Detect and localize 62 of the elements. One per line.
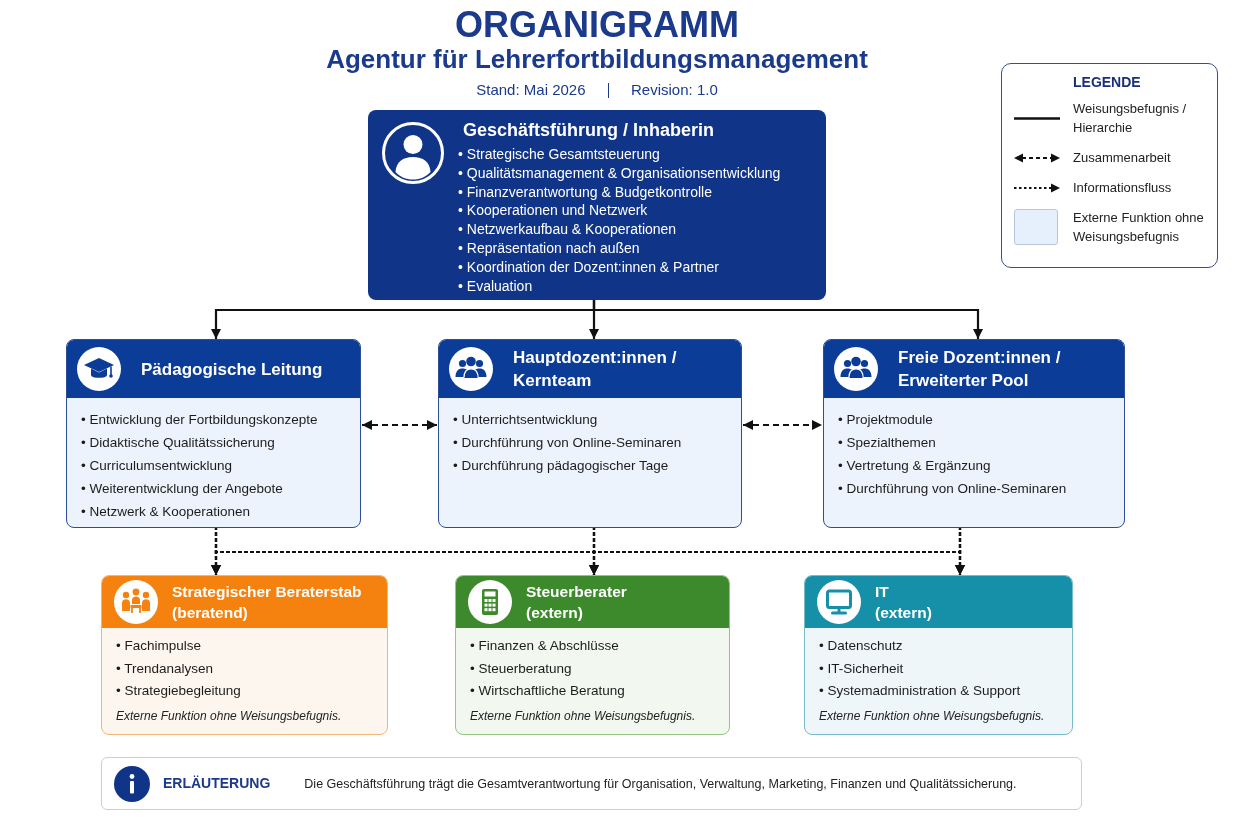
dotted-arrow (955, 528, 965, 575)
meta-text: Stand: Mai 2026 (476, 80, 586, 100)
node-heading: Strategischer Beraterstab (beratend) (172, 582, 363, 623)
role-box (455, 575, 730, 735)
meta-text: Revision: 1.0 (631, 80, 718, 100)
list-item: • Vertretung & Ergänzung (838, 457, 991, 475)
list-item: • Durchführung von Online-Seminaren (838, 480, 1067, 498)
list-item: • Netzwerk & Kooperationen (81, 503, 251, 521)
note-box (101, 757, 1082, 810)
list-item: • Entwicklung der Fortbildungskonzepte (81, 411, 318, 429)
list-item: • Durchführung pädagogischer Tage (453, 457, 669, 475)
list-item: • Evaluation (458, 276, 533, 296)
note-text: Externe Funktion ohne Weisungsbefugnis. (819, 707, 1045, 724)
list-item: • Koordination der Dozent:innen & Partner (458, 257, 719, 277)
list-item: • Strategische Gesamtsteuerung (458, 145, 660, 164)
legend-text: Weisungsbefugnis / Hierarchie (1073, 100, 1188, 137)
role-box (438, 339, 742, 528)
list-item: • Finanzverantwortung & Budgetkontrolle (458, 182, 712, 202)
list-item: • Unterrichtsentwicklung (453, 411, 598, 429)
node-heading: IT (extern) (875, 582, 933, 623)
list-item: • Steuerberatung (470, 659, 572, 678)
note-text: Externe Funktion ohne Weisungsbefugnis. (470, 707, 696, 724)
role-box (823, 339, 1125, 528)
subtitle: Agentur für Lehrerfortbildungsmanagement (326, 44, 868, 74)
list-item: • Fachimpulse (116, 637, 201, 655)
note-heading: ERLÄUTERUNG (163, 774, 271, 793)
list-item: • Didaktische Qualitätssicherung (81, 434, 275, 452)
legend-text: Zusammenarbeit (1073, 149, 1171, 167)
list-item: • Repräsentation nach außen (458, 239, 640, 258)
role-box (368, 110, 826, 300)
role-box (804, 575, 1073, 735)
role-box (101, 575, 388, 735)
legend-text: Informationsfluss (1073, 179, 1172, 197)
note-text: Externe Funktion ohne Weisungsbefugnis. (116, 707, 342, 724)
title: ORGANIGRAMM (455, 5, 739, 45)
list-item: • Curriculumsentwicklung (81, 457, 233, 475)
hierarchy-arrow (592, 300, 983, 339)
dashed-double-arrow (743, 420, 822, 430)
dashed-double-arrow (362, 420, 437, 430)
legend-text: Externe Funktion ohne Weisungsbefugnis (1073, 209, 1205, 246)
list-item: • IT-Sicherheit (819, 659, 904, 678)
node-heading: Geschäftsführung / Inhaberin (463, 119, 715, 142)
list-item: • Projektmodule (838, 411, 933, 429)
list-item: • Wirtschaftliche Beratung (470, 682, 625, 700)
list-item: • Strategiebegleitung (116, 682, 241, 700)
list-item: • Kooperationen und Netzwerk (458, 201, 648, 221)
node-heading: Freie Dozent:innen / Erweiterter Pool (898, 347, 1062, 392)
node-heading: Pädagogische Leitung (141, 358, 323, 381)
list-item: • Datenschutz (819, 637, 903, 655)
role-box (66, 339, 361, 528)
list-item: • Weiterentwicklung der Angebote (81, 480, 283, 498)
list-item: • Qualitätsmanagement & Organisationsentwicklung (458, 163, 781, 183)
list-item: • Durchführung von Online-Seminaren (453, 434, 682, 452)
list-item: • Trendanalysen (116, 659, 214, 678)
list-item: • Systemadministration & Support (819, 682, 1021, 700)
note-text: Die Geschäftsführung trägt die Gesamtverantwortung für Organisation, Verwaltung, Marketing, Finanzen und Qualitätssicherung. (304, 775, 1017, 792)
node-heading: Hauptdozent:innen / Kernteam (513, 347, 678, 392)
list-item: • Spezialthemen (838, 434, 936, 452)
list-item: • Finanzen & Abschlüsse (470, 637, 619, 655)
node-heading: Steuerberater (extern) (526, 582, 628, 623)
legend-heading: LEGENDE (1073, 73, 1141, 91)
list-item: • Netzwerkaufbau & Kooperationen (458, 220, 677, 239)
